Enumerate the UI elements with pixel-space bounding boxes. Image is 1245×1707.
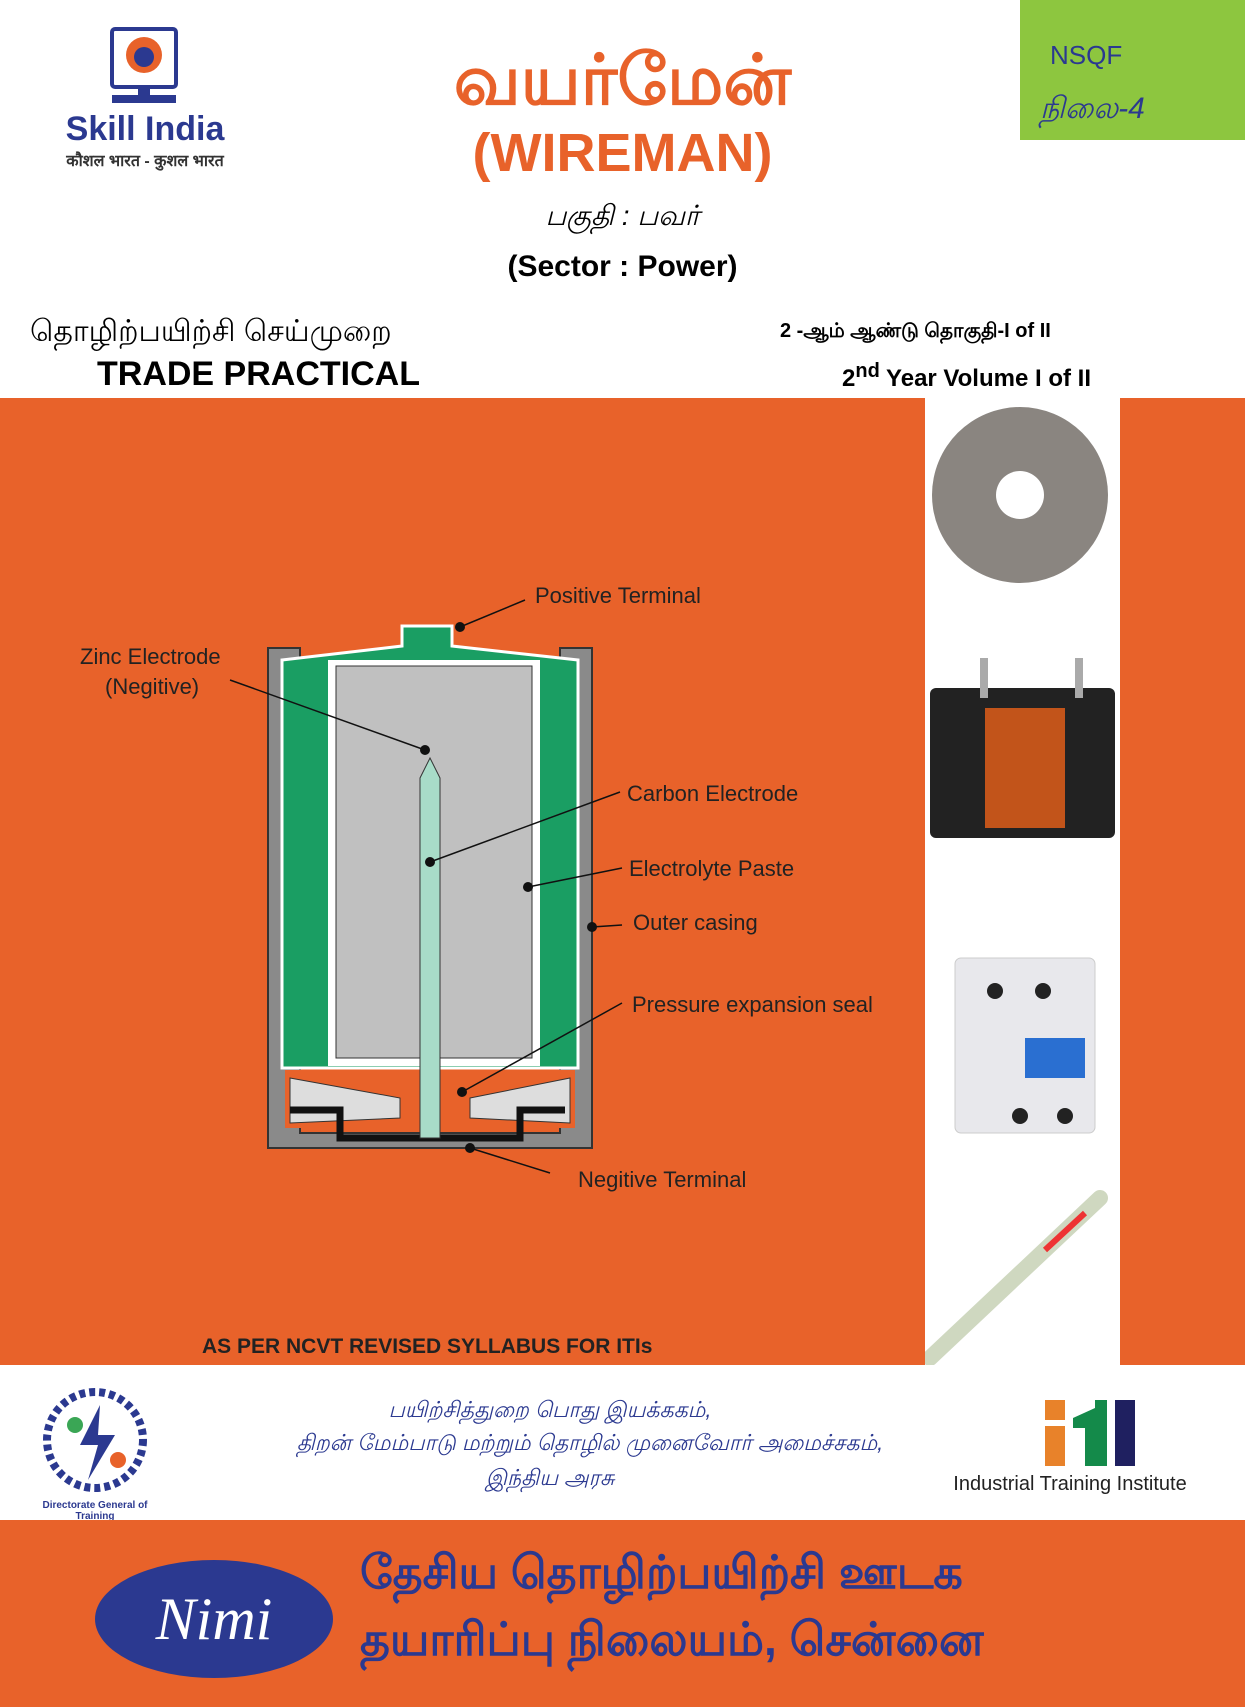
sector-english: (Sector : Power) bbox=[507, 250, 738, 283]
label-carbon-electrode: Carbon Electrode bbox=[627, 781, 799, 806]
skill-india-monitor-icon bbox=[110, 27, 178, 103]
leader-lines bbox=[229, 599, 623, 1174]
dgt-logo-text: Directorate General of Training bbox=[42, 1500, 148, 1522]
title-tamil: வயர்மேன் bbox=[453, 41, 792, 119]
iti-logo: Industrial Training Institute bbox=[950, 1398, 1190, 1496]
nimi-logo-text: Nimi bbox=[155, 1586, 273, 1652]
dry-cell-diagram bbox=[229, 599, 623, 1174]
iti-mark bbox=[1045, 1400, 1135, 1466]
product-strip bbox=[922, 398, 1120, 1366]
nimi-logo: Nimi bbox=[95, 1560, 333, 1678]
label-pressure-seal: Pressure expansion seal bbox=[632, 992, 873, 1017]
nimi-line1: தேசிய தொழிற்பயிற்சி ஊடக bbox=[360, 1546, 963, 1598]
dgt-line1: பயிற்சித்துறை பொது இயக்ககம், bbox=[388, 1397, 712, 1422]
nsqf-level: நிலை-4 bbox=[1040, 92, 1145, 125]
nsqf-label: NSQF bbox=[1050, 40, 1123, 70]
dgt-line3: இந்திய அரசு bbox=[485, 1465, 615, 1490]
label-outer-casing: Outer casing bbox=[633, 910, 758, 935]
volume-sup: nd bbox=[855, 360, 880, 382]
volume-english: 2nd Year Volume I of II bbox=[842, 360, 1091, 393]
sector-tamil: பகுதி : பவர் bbox=[545, 200, 700, 231]
label-zinc-electrode: Zinc Electrode bbox=[80, 644, 221, 669]
skill-india-name: Skill India bbox=[65, 110, 225, 148]
skill-india-logo: Skill India कौशल भारत - कुशल भारत bbox=[40, 25, 250, 175]
nimi-line2: தயாரிப்பு நிலையம், சென்னை bbox=[360, 1613, 984, 1665]
volume-year: 2 bbox=[842, 365, 856, 392]
label-zinc-negative: (Negitive) bbox=[105, 674, 200, 699]
syllabus-note: AS PER NCVT REVISED SYLLABUS FOR ITIs bbox=[202, 1335, 653, 1358]
label-negative-terminal: Negitive Terminal bbox=[578, 1167, 747, 1192]
carbon-electrode bbox=[419, 756, 441, 1139]
skill-india-tagline: कौशल भारत - कुशल भारत bbox=[66, 153, 224, 170]
trade-english: TRADE PRACTICAL bbox=[97, 355, 420, 393]
iti-caption: Industrial Training Institute bbox=[953, 1473, 1187, 1495]
dgt-logo: Directorate General of Training bbox=[30, 1385, 160, 1522]
title-english: (WIREMAN) bbox=[472, 123, 773, 183]
nsqf-badge: NSQF நிலை-4 bbox=[1020, 0, 1245, 140]
dgt-line2: திறன் மேம்பாடு மற்றும் தொழில் முனைவோர் அ… bbox=[296, 1430, 884, 1455]
label-electrolyte-paste: Electrolyte Paste bbox=[629, 856, 795, 881]
volume-text: Year Volume I of II bbox=[879, 365, 1091, 392]
volume-tamil: 2 -ஆம் ஆண்டு தொகுதி-I of II bbox=[780, 320, 1051, 342]
wire-gauge-image bbox=[932, 407, 1108, 583]
trade-tamil: தொழிற்பயிற்சி செய்முறை bbox=[30, 315, 392, 348]
circuit-breaker-image bbox=[954, 957, 1096, 1134]
label-dots bbox=[420, 622, 597, 1153]
label-positive-terminal: Positive Terminal bbox=[535, 583, 701, 608]
inductor-image bbox=[930, 658, 1115, 838]
tester-screwdriver-image bbox=[922, 1190, 1108, 1366]
